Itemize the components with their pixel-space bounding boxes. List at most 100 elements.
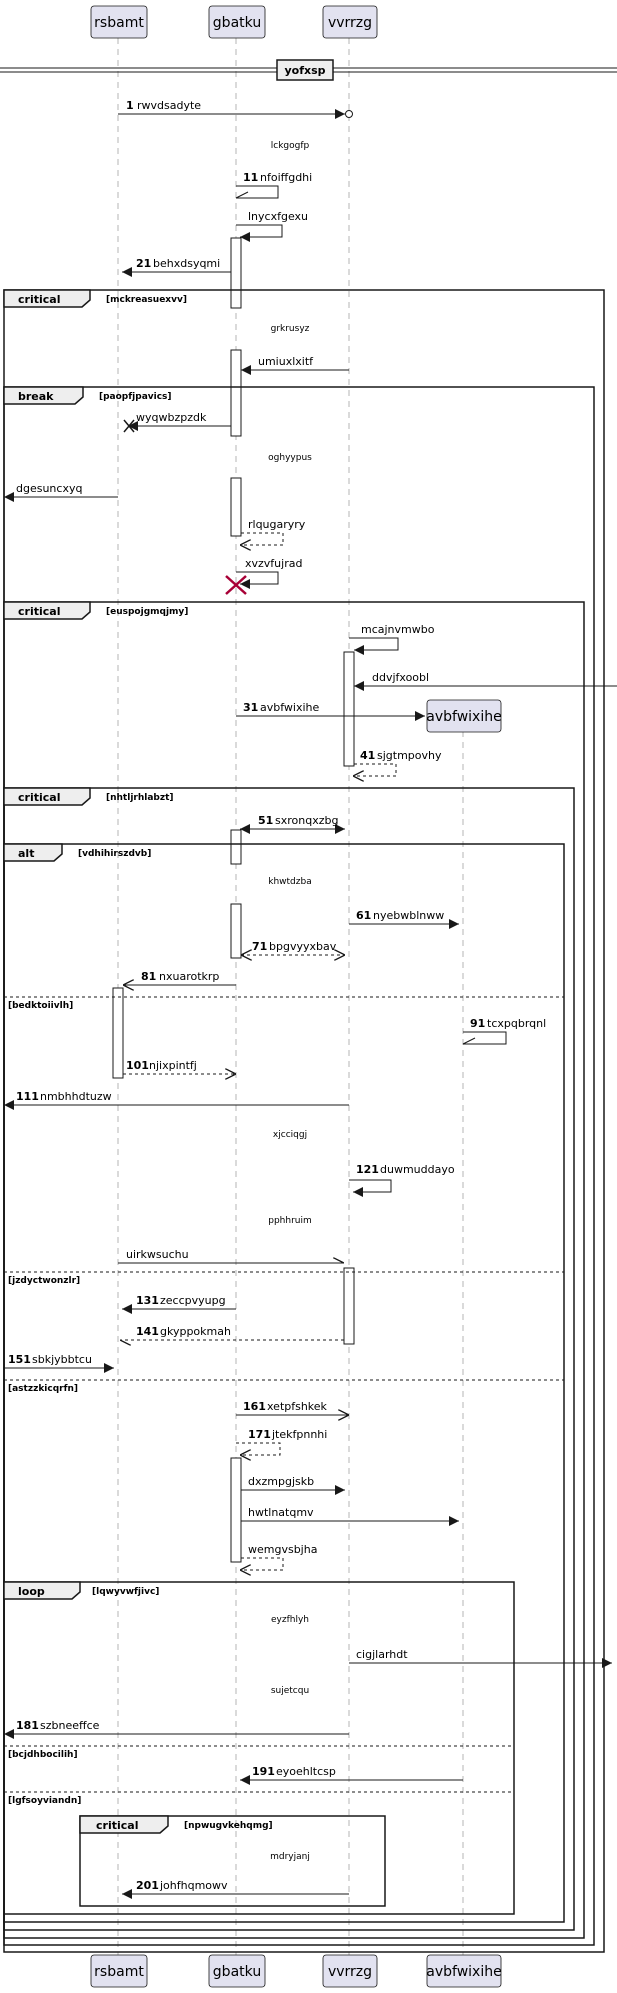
- fragment-condition: [lqwyvwfjivc]: [92, 1587, 159, 1597]
- else-condition: [jzdyctwonzlr]: [8, 1276, 80, 1286]
- message-31[interactable]: 31 avbfwixihe: [236, 701, 425, 721]
- svg-text:91: 91: [470, 1017, 485, 1030]
- message-wemgvsbjha[interactable]: wemgvsbjha: [240, 1543, 317, 1570]
- participant-gbatku-bottom[interactable]: gbatku: [208, 1954, 266, 1988]
- svg-text:61: 61: [356, 909, 371, 922]
- message-71[interactable]: 71 bpgvyyxbav: [241, 940, 345, 955]
- message-201[interactable]: 201 johfhqmowv: [122, 1879, 349, 1899]
- note: oghyypus: [268, 453, 312, 463]
- fragment-break: break [paopfjpavics]: [3, 386, 595, 1946]
- message-131[interactable]: 131 zeccpvyupg: [122, 1294, 236, 1314]
- svg-text:111: 111: [16, 1090, 39, 1103]
- participant-label: gbatku: [213, 15, 261, 31]
- notes: lckgogfp grkrusyz oghyypus khwtdzba xjcc…: [268, 141, 312, 1862]
- message-141[interactable]: 141 gkyppokmah: [120, 1325, 344, 1340]
- message-dxzmpgjskb[interactable]: dxzmpgjskb: [241, 1475, 345, 1495]
- svg-text:191: 191: [252, 1765, 275, 1778]
- message-21[interactable]: 21 behxdsyqmi: [122, 257, 231, 277]
- svg-text:71: 71: [252, 940, 267, 953]
- message-181[interactable]: 181 szbneeffce: [4, 1719, 349, 1739]
- message-xvzvfujrad[interactable]: xvzvfujrad: [225, 557, 302, 595]
- participant-label: avbfwixihe: [426, 709, 501, 725]
- note: lckgogfp: [271, 141, 310, 151]
- svg-text:dxzmpgjskb: dxzmpgjskb: [248, 1475, 314, 1488]
- activation-gbatku: [230, 903, 242, 959]
- participant-label: rsbamt: [94, 15, 144, 31]
- participants-bottom: rsbamt gbatku vvrrzg avbfwixihe: [90, 1954, 502, 1988]
- svg-text:31: 31: [243, 701, 258, 714]
- message-51[interactable]: 51 sxronqxzbg: [240, 814, 345, 834]
- message-mcajnvmwbo[interactable]: mcajnvmwbo: [349, 623, 435, 655]
- fragment-critical-4: critical [npwugvkehqmg]: [79, 1815, 386, 1907]
- participant-vvrrzg[interactable]: vvrrzg: [322, 5, 378, 39]
- activation-vvrrzg: [343, 651, 355, 767]
- participant-rsbamt[interactable]: rsbamt: [90, 5, 148, 39]
- fragment-condition: [paopfjpavics]: [99, 392, 172, 402]
- svg-text:171: 171: [248, 1428, 271, 1441]
- svg-text:dgesuncxyq: dgesuncxyq: [16, 482, 82, 495]
- note: xjcciqgj: [273, 1130, 307, 1140]
- svg-text:101: 101: [126, 1059, 149, 1072]
- message-hwtlnatqmv[interactable]: hwtlnatqmv: [241, 1506, 459, 1526]
- message-101[interactable]: 101 njixpintfj: [123, 1059, 236, 1074]
- message-cigjlarhdt[interactable]: cigjlarhdt: [349, 1648, 612, 1668]
- participant-gbatku[interactable]: gbatku: [208, 5, 266, 39]
- activation-bars: [112, 237, 355, 1563]
- svg-text:tcxpqbrqnl: tcxpqbrqnl: [487, 1017, 546, 1030]
- svg-text:sbkjybbtcu: sbkjybbtcu: [32, 1353, 92, 1366]
- participant-label: vvrrzg: [328, 1964, 372, 1980]
- participant-rsbamt-bottom[interactable]: rsbamt: [90, 1954, 148, 1988]
- message-1[interactable]: 1 rwvdsadyte: [118, 99, 353, 119]
- svg-text:nxuarotkrp: nxuarotkrp: [159, 970, 219, 983]
- svg-text:behxdsyqmi: behxdsyqmi: [153, 257, 220, 270]
- svg-text:zeccpvyupg: zeccpvyupg: [160, 1294, 226, 1307]
- fragment-condition: [vdhihirszdvb]: [78, 849, 151, 859]
- message-11[interactable]: 11 nfoiffgdhi: [235, 171, 312, 199]
- else-condition: [bcjdhbocilih]: [8, 1750, 78, 1760]
- message-ddvjfxoobl[interactable]: ddvjfxoobl: [354, 671, 617, 691]
- fragment-alt: alt [vdhihirszdvb] [bedktoiivlh] [jzdyct…: [3, 843, 565, 1923]
- message-171[interactable]: 171 jtekfpnnhi: [236, 1428, 327, 1455]
- fragment-kind: alt: [18, 847, 34, 860]
- message-umiuxlxitf[interactable]: umiuxlxitf: [241, 355, 349, 375]
- fragment-kind: break: [18, 390, 54, 403]
- svg-text:1: 1: [126, 99, 134, 112]
- message-wyqwbzpzdk[interactable]: wyqwbzpzdk: [123, 411, 231, 433]
- title-divider: yofxsp: [0, 59, 617, 81]
- svg-text:wemgvsbjha: wemgvsbjha: [248, 1543, 317, 1556]
- message-uirkwsuchu[interactable]: uirkwsuchu: [118, 1248, 344, 1263]
- svg-text:141: 141: [136, 1325, 159, 1338]
- note: sujetcqu: [271, 1686, 309, 1696]
- participant-vvrrzg-bottom[interactable]: vvrrzg: [322, 1954, 378, 1988]
- svg-text:cigjlarhdt: cigjlarhdt: [356, 1648, 408, 1661]
- fragment-loop: loop [lqwyvwfjivc] [bcjdhbocilih] [lgfso…: [3, 1581, 515, 1915]
- fragment-critical-2: critical [euspojgmqjmy]: [3, 601, 585, 1939]
- message-81[interactable]: 81 nxuarotkrp: [123, 970, 236, 985]
- message-161[interactable]: 161 xetpfshkek: [236, 1400, 349, 1415]
- message-dgesuncxyq[interactable]: dgesuncxyq: [4, 482, 118, 502]
- message-rlqugaryry[interactable]: rlqugaryry: [240, 518, 306, 545]
- svg-text:duwmuddayo: duwmuddayo: [380, 1163, 455, 1176]
- messages: 1 rwvdsadyte 11 nfoiffgdhi lnycxfgexu 21…: [4, 99, 617, 1899]
- svg-text:ddvjfxoobl: ddvjfxoobl: [372, 671, 429, 684]
- message-61[interactable]: 61 nyebwblnww: [349, 909, 459, 929]
- participant-avbfwixihe-bottom[interactable]: avbfwixihe: [426, 1954, 502, 1988]
- message-91[interactable]: 91 tcxpqbrqnl: [462, 1017, 546, 1045]
- else-condition: [astzzkicqrfn]: [8, 1384, 78, 1394]
- message-111[interactable]: 111 nmbhhdtuzw: [4, 1090, 349, 1110]
- fragment-condition: [mckreasuexvv]: [106, 295, 187, 305]
- message-self[interactable]: lnycxfgexu: [236, 210, 308, 242]
- message-41[interactable]: 41 sjgtmpovhy: [353, 749, 442, 776]
- message-191[interactable]: 191 eyoehltcsp: [240, 1765, 463, 1785]
- message-121[interactable]: 121 duwmuddayo: [349, 1163, 455, 1197]
- note: grkrusyz: [271, 324, 310, 334]
- svg-text:mcajnvmwbo: mcajnvmwbo: [361, 623, 435, 636]
- svg-text:umiuxlxitf: umiuxlxitf: [258, 355, 314, 368]
- fragment-condition: [euspojgmqjmy]: [106, 607, 188, 617]
- svg-text:201: 201: [136, 1879, 159, 1892]
- activation-gbatku: [230, 829, 242, 865]
- activation-rsbamt: [112, 987, 124, 1079]
- message-151[interactable]: 151 sbkjybbtcu: [4, 1353, 114, 1373]
- participant-avbfwixihe[interactable]: avbfwixihe: [426, 699, 502, 733]
